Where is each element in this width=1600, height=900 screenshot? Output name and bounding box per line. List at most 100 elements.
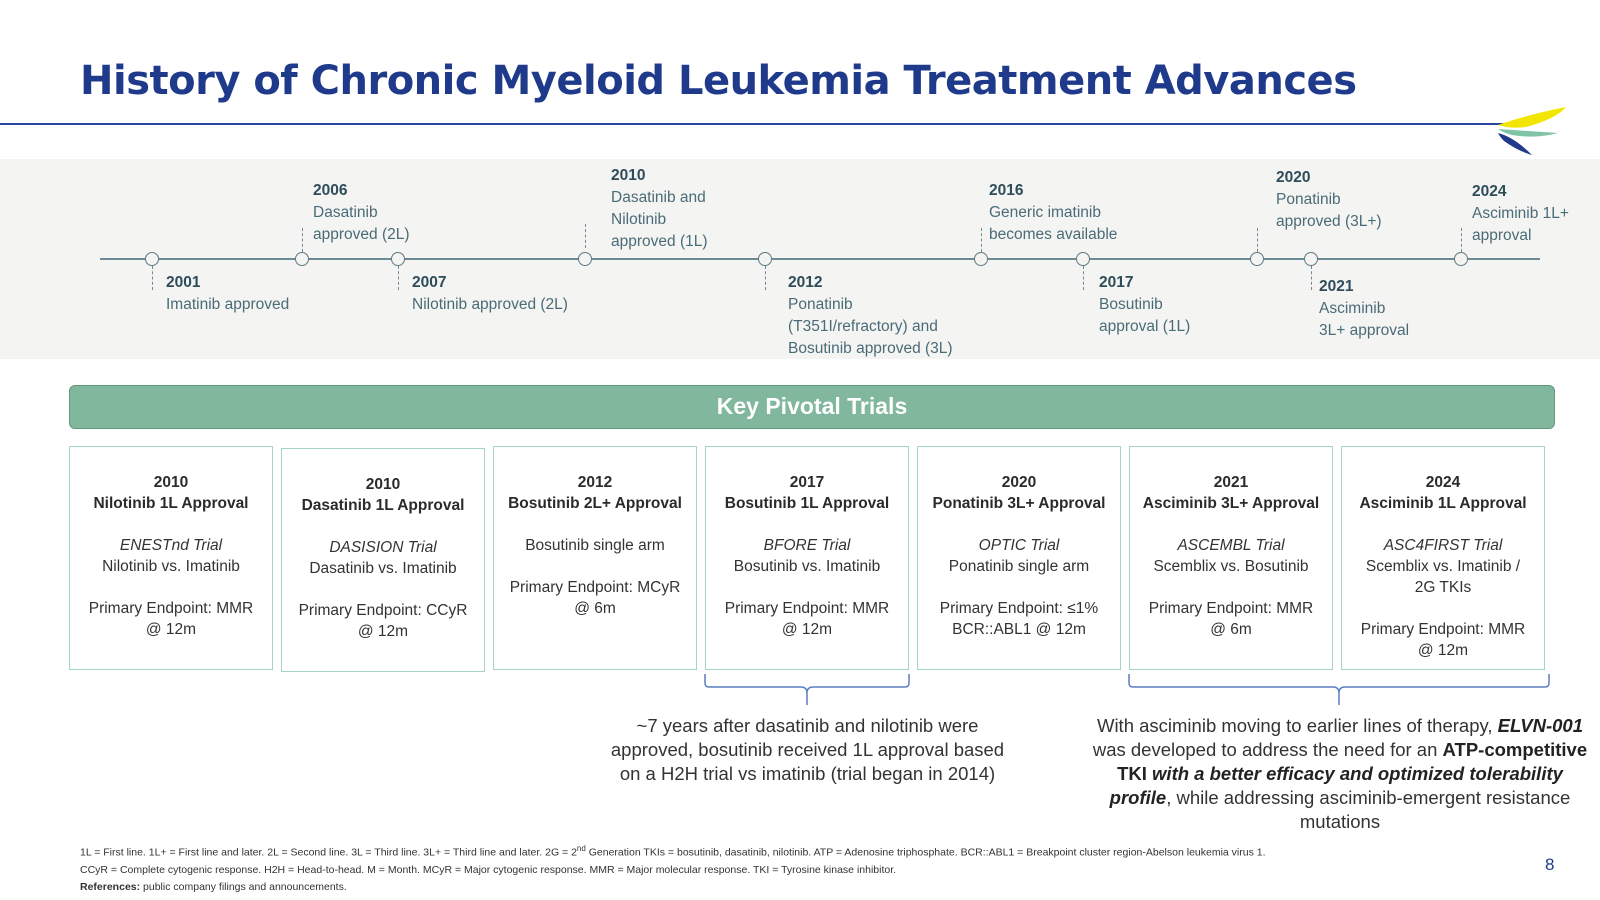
timeline-dot-2024 [1454,252,1468,266]
timeline-stem [302,228,303,252]
card-endpoint: Primary Endpoint: MMR @ 12m [724,600,890,638]
card-endpoint: Primary Endpoint: CCyR @ 12m [298,602,468,640]
card-trial: ASCEMBL Trial [1177,537,1285,554]
company-logo [1498,107,1566,155]
timeline-text: Nilotinib approved (2L) [412,296,568,313]
footnote-sup: nd [576,844,586,853]
card-comparison: Dasatinib vs. Imatinib [309,560,457,577]
timeline-event-2017: 2017 Bosutinib approval (1L) [1099,272,1190,338]
timeline-stem [398,266,399,290]
card-header: 2012 Bosutinib 2L+ Approval [508,474,682,512]
timeline-stem [1257,228,1258,252]
card-endpoint: Primary Endpoint: MMR @ 12m [1360,621,1526,659]
card-endpoint: Primary Endpoint: MMR @ 6m [1148,600,1314,638]
timeline-event-2010: 2010 Dasatinib and Nilotinib approved (1… [611,165,708,253]
card-comparison: Ponatinib single arm [948,558,1090,575]
timeline-year: 2012 [788,274,823,291]
bracket-bosutinib [704,674,910,705]
footnote-text: Generation TKIs = bosutinib, dasatinib, … [585,846,1266,859]
timeline-dot-2012 [758,252,772,266]
timeline-event-2006: 2006 Dasatinib approved (2L) [313,180,410,246]
timeline-year: 2001 [166,274,201,291]
card-header: 2010 Dasatinib 1L Approval [301,476,465,514]
note-text: With asciminib moving to earlier lines o… [1096,715,1498,736]
bracket-asciminib [1128,674,1550,705]
timeline-text: Asciminib 1L+ approval [1472,205,1569,244]
references-label: References: [80,880,141,893]
timeline-stem [1461,228,1462,252]
card-trial: OPTIC Trial [978,537,1060,554]
card-comparison: Bosutinib single arm [525,537,665,554]
references-text: public company filings and announcements… [140,880,347,893]
card-trial: DASISION Trial [329,539,437,556]
timeline-dot-2010 [578,252,592,266]
timeline-year: 2020 [1276,169,1311,186]
footnote-line: CCyR = Complete cytogenic response. H2H … [80,863,897,876]
timeline-text: Dasatinib and Nilotinib approved (1L) [611,189,708,250]
timeline-text: Ponatinib approved (3L+) [1276,191,1382,230]
timeline-event-2012: 2012 Ponatinib (T351I/refractory) and Bo… [788,272,953,360]
timeline-stem [765,266,766,290]
card-comparison: Nilotinib vs. Imatinib [102,558,240,575]
footnote-references: References: public company filings and a… [80,879,1480,896]
timeline-stem [152,266,153,290]
timeline-event-2020: 2020 Ponatinib approved (3L+) [1276,167,1382,233]
card-comparison: Bosutinib vs. Imatinib [733,558,881,575]
timeline-dot-2016 [974,252,988,266]
timeline-text: Imatinib approved [166,296,290,313]
footnotes: 1L = First line. 1L+ = First line and la… [80,840,1480,896]
footnote-text: 1L = First line. 1L+ = First line and la… [80,846,577,859]
timeline-event-2016: 2016 Generic imatinib becomes available [989,180,1117,246]
page-number: 8 [1545,855,1555,874]
note-text: with a better efficacy and optimized tol… [1109,763,1563,808]
timeline-text: Bosutinib approval (1L) [1099,296,1191,335]
timeline-stem [585,224,586,248]
trial-card: 2017 Bosutinib 1L Approval BFORE Trial B… [705,446,909,670]
trial-card: 2020 Ponatinib 3L+ Approval OPTIC Trial … [917,446,1121,670]
title-divider [0,123,1510,125]
trial-card: 2012 Bosutinib 2L+ Approval Bosutinib si… [493,446,697,670]
timeline-dot-2006 [295,252,309,266]
timeline-dot-2017 [1076,252,1090,266]
note-bosutinib: ~7 years after dasatinib and nilotinib w… [610,715,1005,784]
card-header: 2017 Bosutinib 1L Approval [724,474,890,512]
timeline-dot-2021 [1304,252,1318,266]
note-text: ELVN-001 [1497,715,1583,736]
timeline-axis [100,258,1540,260]
timeline-event-2024: 2024 Asciminib 1L+ approval [1472,181,1569,247]
timeline-text: Generic imatinib becomes available [989,204,1118,243]
card-header: 2021 Asciminib 3L+ Approval [1142,474,1320,512]
card-endpoint: Primary Endpoint: MMR @ 12m [88,600,254,638]
timeline-event-2021: 2021 Asciminib 3L+ approval [1319,276,1409,342]
card-trial: ASC4FIRST Trial [1383,537,1503,554]
card-header: 2010 Nilotinib 1L Approval [93,474,249,512]
timeline-stem [1311,266,1312,290]
card-trial: ENESTnd Trial [119,537,223,554]
timeline-year: 2007 [412,274,447,291]
card-header: 2024 Asciminib 1L Approval [1359,474,1527,512]
note-text: ATP-competitive TKI [1117,739,1588,784]
timeline-stem [981,228,982,252]
timeline-year: 2021 [1319,278,1354,295]
timeline-dot-2001 [145,252,159,266]
card-trial: BFORE Trial [763,537,851,554]
timeline-text: Dasatinib approved (2L) [313,204,410,243]
timeline-text: Ponatinib (T351I/refractory) and Bosutin… [788,296,953,357]
card-comparison: Scemblix vs. Bosutinib [1153,558,1309,575]
footnote-line: 1L = First line. 1L+ = First line and la… [80,840,1480,862]
timeline-dot-2007 [391,252,405,266]
card-endpoint: Primary Endpoint: MCyR @ 6m [509,579,681,617]
timeline-year: 2016 [989,182,1024,199]
trial-card: 2021 Asciminib 3L+ Approval ASCEMBL Tria… [1129,446,1333,670]
trial-card: 2024 Asciminib 1L Approval ASC4FIRST Tri… [1341,446,1545,670]
note-text: was developed to address the need for an [1092,739,1443,760]
trial-card: 2010 Dasatinib 1L Approval DASISION Tria… [281,448,485,672]
timeline-year: 2024 [1472,183,1507,200]
timeline-text: Asciminib 3L+ approval [1319,300,1410,339]
note-text: , while addressing asciminib-emergent re… [1166,787,1571,832]
card-header: 2020 Ponatinib 3L+ Approval [932,474,1106,512]
timeline-event-2007: 2007 Nilotinib approved (2L) [412,272,568,316]
timeline-dot-2020 [1250,252,1264,266]
trial-card: 2010 Nilotinib 1L Approval ENESTnd Trial… [69,446,273,670]
card-comparison: Scemblix vs. Imatinib / 2G TKIs [1365,558,1521,596]
